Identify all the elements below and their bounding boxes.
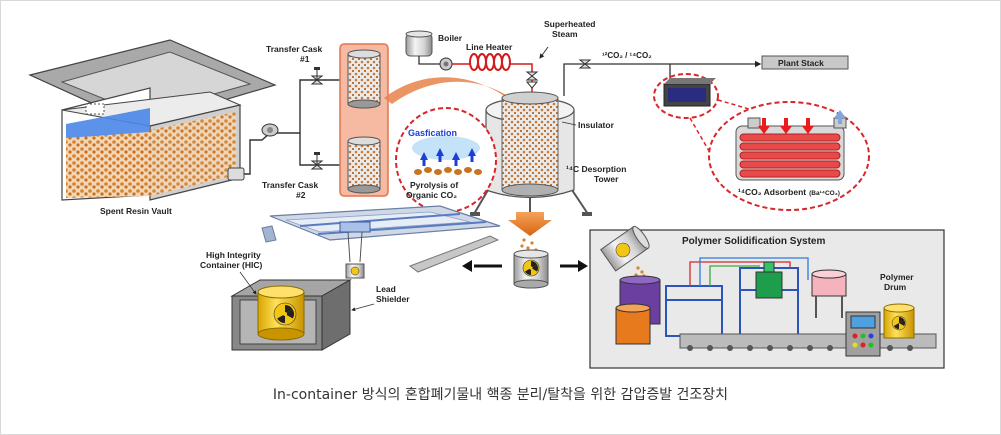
adsorbent-label: ¹⁴CO₂ Adsorbent(Ba¹⁴CO₃) — [738, 187, 840, 197]
line-heater-coil — [469, 53, 511, 71]
steam-valve-icon — [525, 71, 539, 89]
control-panel — [845, 311, 881, 357]
green-mixer — [755, 261, 783, 299]
adsorbent-unit-small — [653, 73, 719, 119]
left-direction-arrow — [462, 260, 502, 272]
boiler-pipe — [418, 56, 440, 65]
gasfication-label: Gasfication — [408, 128, 457, 138]
spent-resin-vault-label: Spent Resin Vault — [100, 206, 172, 216]
outlet-arrow — [834, 110, 846, 124]
center-radwaste-drum — [513, 249, 549, 289]
inlet-arrows — [758, 118, 814, 134]
transfer-pump-icon — [261, 123, 279, 137]
transfer-cask-1-label: Transfer Cask#1 — [266, 44, 322, 64]
high-integrity-container — [257, 285, 305, 341]
pyrolysis-particles — [414, 167, 482, 175]
pink-dosing-tank — [811, 269, 847, 318]
right-direction-arrow — [560, 260, 588, 272]
polymer-system-title: Polymer Solidification System — [682, 236, 825, 247]
figure-caption: In-container 방식의 혼합폐기물내 핵종 분리/탈착을 위한 감압증… — [272, 387, 729, 403]
boiler — [405, 30, 433, 57]
cask-1-valve-icon — [310, 67, 324, 85]
orange-mixing-tank — [615, 303, 651, 345]
co2-isotopes-label: ¹²CO₂ / ¹⁴CO₂ — [602, 51, 652, 60]
cask-2-valve-icon — [310, 152, 324, 170]
steam-pump-icon — [439, 57, 453, 71]
plant-stack: Plant Stack — [761, 55, 849, 70]
spent-resin-vault: Spent Resin Vault — [28, 39, 277, 216]
adsorbent-tubes — [739, 133, 841, 178]
transfer-cask-2 — [347, 136, 381, 194]
line-heater-label: Line Heater — [466, 42, 513, 52]
pouring-drum — [600, 225, 650, 272]
plant-stack-label: Plant Stack — [778, 58, 824, 68]
radiation-icon — [524, 261, 538, 275]
hic-lift-drum — [345, 263, 365, 279]
discharge-arrow — [508, 212, 552, 236]
boiler-label: Boiler — [438, 33, 463, 43]
polymer-solidification-system: Polymer Solidification System — [589, 225, 945, 369]
offgas-valve-icon — [578, 59, 592, 69]
cask-to-tower-arrow — [384, 77, 524, 110]
offgas-pipe — [563, 63, 640, 96]
process-diagram: Spent Resin Vault Transfer Cask#1 Transf… — [28, 19, 945, 369]
insulator-label: Insulator — [578, 120, 615, 130]
gas-arrows — [420, 148, 476, 166]
gantry-crane — [261, 205, 501, 273]
process-pipes — [689, 257, 809, 286]
vault-transfer-piping — [244, 79, 340, 175]
c14-desorption-tower — [470, 91, 592, 216]
polymer-drum — [883, 303, 915, 339]
transfer-cask-1 — [347, 49, 381, 109]
transfer-cask-2-label: Transfer Cask#2 — [262, 180, 318, 200]
adsorbent-callout: ¹⁴CO₂ Adsorbent(Ba¹⁴CO₃) — [708, 101, 870, 211]
